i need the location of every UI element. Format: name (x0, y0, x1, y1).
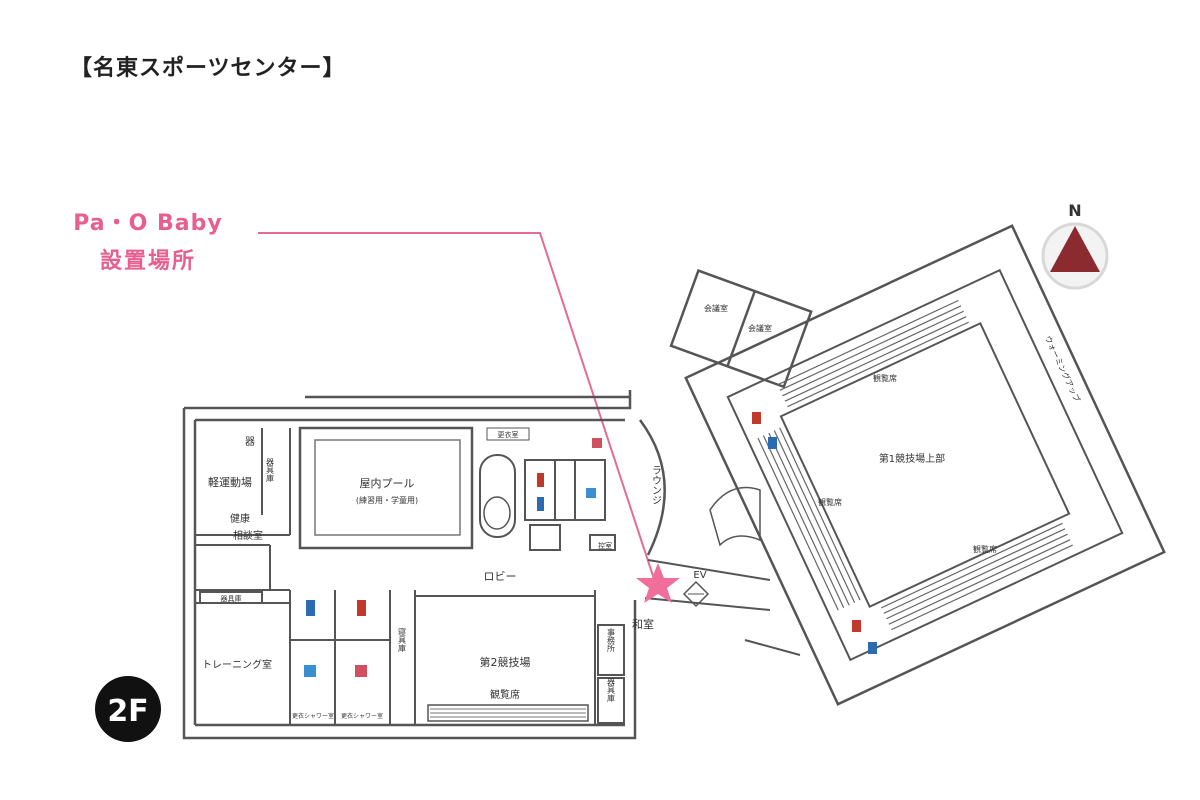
arena1-seats-bottom-label: 観覧席 (973, 544, 997, 554)
pao-baby-callout: Pa・O Baby 設置場所 (52, 205, 244, 275)
storage-right-label: 器具庫 (607, 678, 616, 703)
left-building (182, 390, 637, 740)
north-arrow-icon (1050, 226, 1100, 272)
arena2-seat-lines (430, 708, 586, 718)
pool-label: 屋内プール (360, 476, 415, 490)
female-restroom-arena-lower-icon (852, 620, 861, 632)
male-restroom-arena-lower-icon (868, 642, 877, 654)
restroom-upper (524, 459, 616, 551)
lounge-label: ラウンジ (650, 465, 661, 505)
lounge-wall (638, 419, 666, 556)
ev-label: EV (693, 570, 706, 581)
pao-baby-star-marker (636, 563, 680, 603)
arena1-building (684, 224, 1166, 706)
stairs (709, 486, 761, 547)
arena1-label: 第1競技場上部 (879, 452, 945, 465)
room-small-label: 控室 (598, 541, 612, 550)
callout-location-label: 設置場所 (99, 249, 196, 274)
male-restroom-icon (537, 497, 544, 511)
baby-room-lower-icon (304, 665, 316, 677)
callout-name: Pa・O Baby (73, 211, 223, 236)
storage-small-label: 器 (245, 436, 255, 448)
male-restroom-lower-icon (306, 600, 315, 616)
female-restroom-lower-icon (357, 600, 366, 616)
light-exercise-label: 軽運動場 (208, 475, 252, 489)
page-title: 【名東スポーツセンター】 (70, 56, 346, 81)
training-room-label: トレーニング室 (202, 658, 272, 671)
compass: N (1041, 201, 1109, 290)
nursing-room-icon (592, 438, 602, 448)
pool-sublabel: (練習用・学童用) (356, 495, 418, 505)
arena2-seats-label: 観覧席 (490, 688, 520, 701)
floor-label: 2F (107, 694, 148, 729)
floor-badge: 2F (95, 676, 161, 742)
arena2-label: 第2競技場 (480, 655, 531, 669)
right-column-rooms (597, 624, 625, 724)
meeting-room-2-label: 会議室 (748, 323, 772, 333)
baby-room-icon (586, 488, 596, 498)
nursing-room-lower-icon (355, 665, 367, 677)
lobby-label: ロビー (484, 570, 517, 583)
female-restroom-icon (537, 473, 544, 487)
counsel-room-label: 相談室 (233, 529, 263, 542)
office-label: 事務所 (607, 627, 616, 653)
arena1-seats-left-label: 観覧席 (818, 497, 842, 507)
storage-left-label: 器具庫 (221, 594, 242, 603)
arena1-seats-top-label: 観覧席 (873, 373, 897, 383)
japanese-room-label: 和室 (632, 617, 654, 631)
female-restroom-arena-icon (752, 412, 761, 424)
shower-room-1-label: 更衣シャワー室 (292, 712, 334, 720)
lower-rooms (195, 590, 596, 725)
connector-walls (644, 559, 801, 656)
shower-room-2-label: 更衣シャワー室 (341, 712, 383, 720)
meeting-wing (669, 269, 813, 389)
male-restroom-arena-icon (768, 437, 777, 449)
health-label: 健康 (230, 512, 250, 525)
jacuzzi: 更衣室 (479, 427, 530, 538)
compass-label: N (1068, 201, 1081, 220)
pool: 屋内プール (練習用・学童用) (298, 426, 474, 550)
left-rooms (195, 428, 291, 591)
callout-leader-line (258, 232, 656, 583)
arena2-seating (427, 704, 589, 722)
bedding-storage-label: 寝具庫 (398, 627, 407, 653)
storage-equip-label: 器具庫 (266, 458, 275, 483)
running-track-label: ウォーミングアップ (1043, 334, 1082, 403)
elevator-icon (682, 580, 710, 608)
changing-room-label: 更衣室 (498, 430, 519, 439)
meeting-room-1-label: 会議室 (704, 303, 728, 313)
